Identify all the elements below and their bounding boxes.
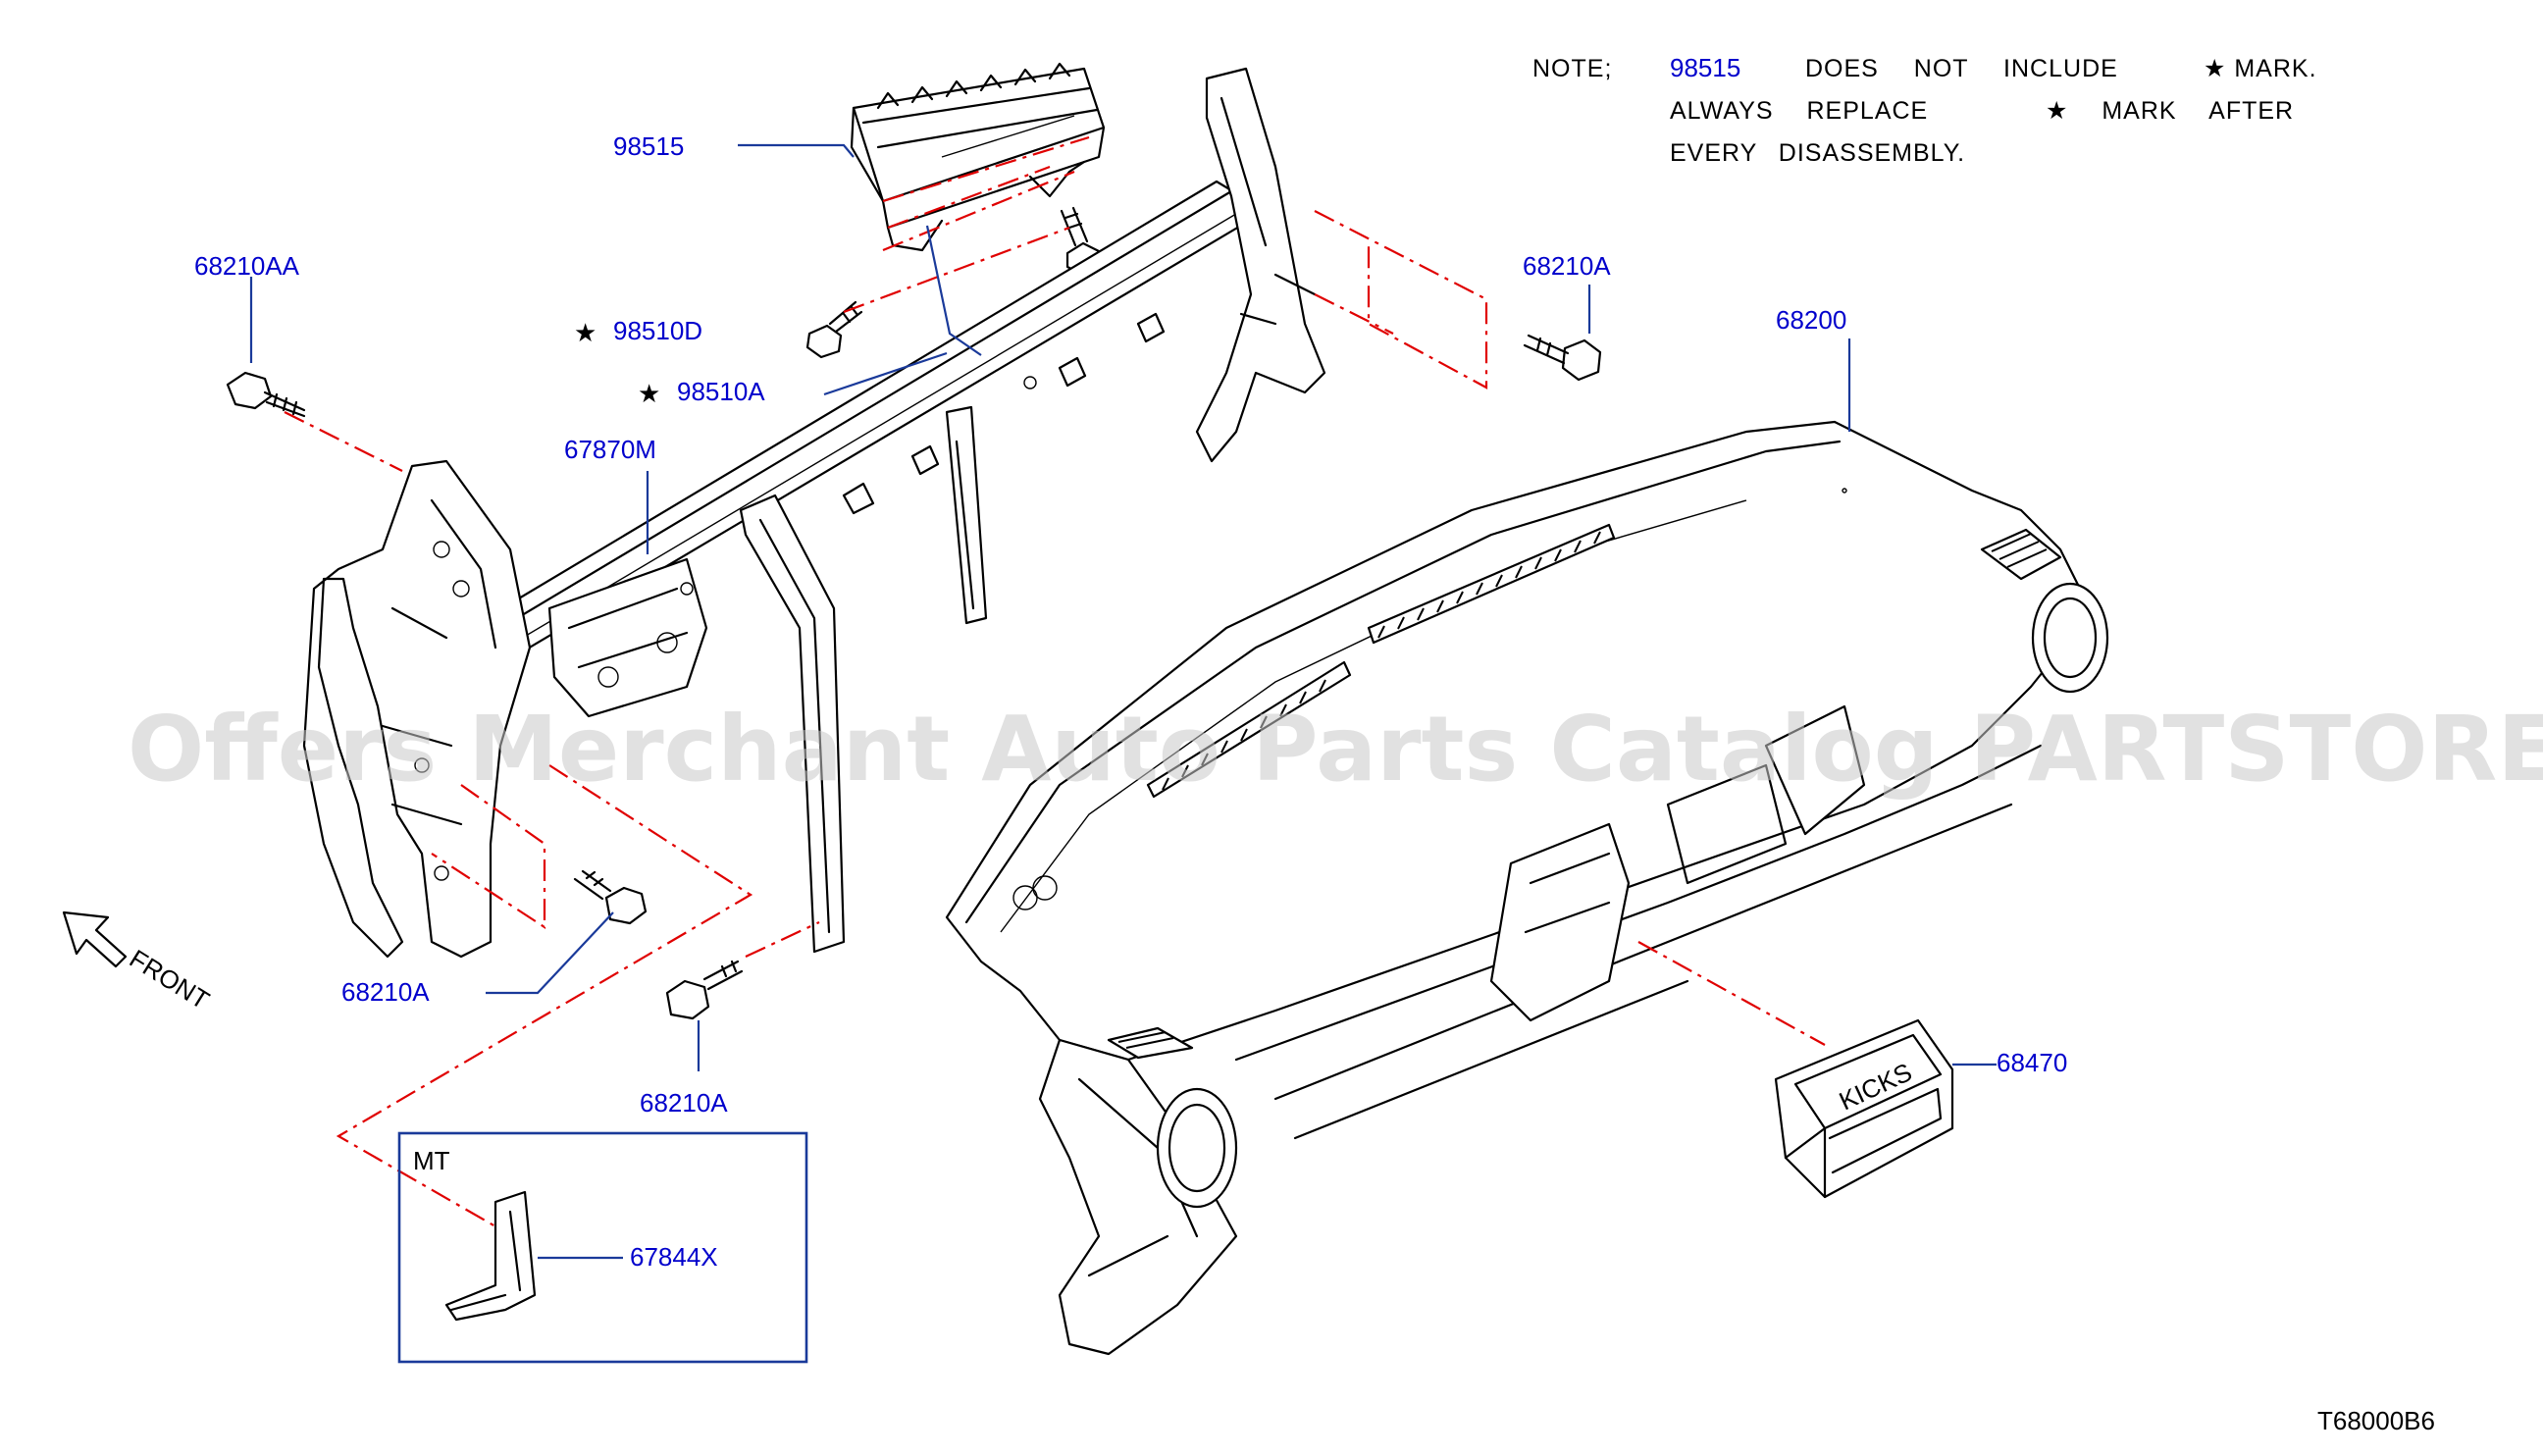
callout-68210A-left[interactable]: 68210A [341,977,430,1007]
bolt-68210AA[interactable] [226,371,306,418]
front-arrow-icon [62,910,128,968]
callout-68210AA[interactable]: 68210AA [194,251,300,281]
watermark: Offers Merchant Auto Parts Catalog PARTS… [128,697,2543,802]
leader-lines [249,143,1997,1260]
instrument-panel-68200[interactable] [945,420,2109,1356]
callout-68470[interactable]: 68470 [1997,1048,2067,1077]
note-ref[interactable]: 98515 [1670,53,1740,82]
callout-67870M[interactable]: 67870M [564,435,656,464]
note-line3: EVERY DISASSEMBLY. [1670,139,1965,167]
note-line1-rest: DOES NOT INCLUDE [1805,55,2118,82]
callout-98510A[interactable]: 98510A [677,377,765,406]
note-line2-mark: ★ MARK AFTER [2046,97,2294,125]
star-98510A: ★ [638,379,660,408]
star-98510D: ★ [574,318,597,347]
note-block: NOTE; 98515 DOES NOT INCLUDE ★ MARK. ALW… [1532,53,2317,167]
bolt-68210A-top[interactable] [1523,334,1602,382]
bolt-68210A-bottom[interactable] [665,960,744,1020]
diagram-code: T68000B6 [2317,1406,2435,1435]
mt-label: MT [413,1146,450,1175]
phantom-lines [284,135,1826,1227]
bracket-67844X[interactable] [444,1190,537,1322]
callout-68200[interactable]: 68200 [1776,305,1846,335]
airbag-module-98515[interactable] [850,62,1106,252]
callout-98510D[interactable]: 98510D [613,316,702,345]
note-prefix: NOTE; [1532,55,1612,82]
note-line1-mark: ★ MARK. [2204,55,2317,82]
callout-67844X[interactable]: 67844X [630,1242,718,1272]
mt-variant-box [397,1131,808,1364]
callout-68210A-bottom[interactable]: 68210A [640,1088,728,1118]
callout-98515[interactable]: 98515 [613,131,684,161]
callout-68210A-top[interactable]: 68210A [1523,251,1611,281]
front-label: FRONT [125,944,215,1015]
bolt-68210A-left[interactable] [573,869,648,925]
combination-meter-68470[interactable] [1774,1018,1954,1199]
note-line2-start: ALWAYS REPLACE [1670,97,1928,125]
steering-member-67870M[interactable] [302,67,1326,959]
screw-98510D[interactable] [805,300,863,359]
